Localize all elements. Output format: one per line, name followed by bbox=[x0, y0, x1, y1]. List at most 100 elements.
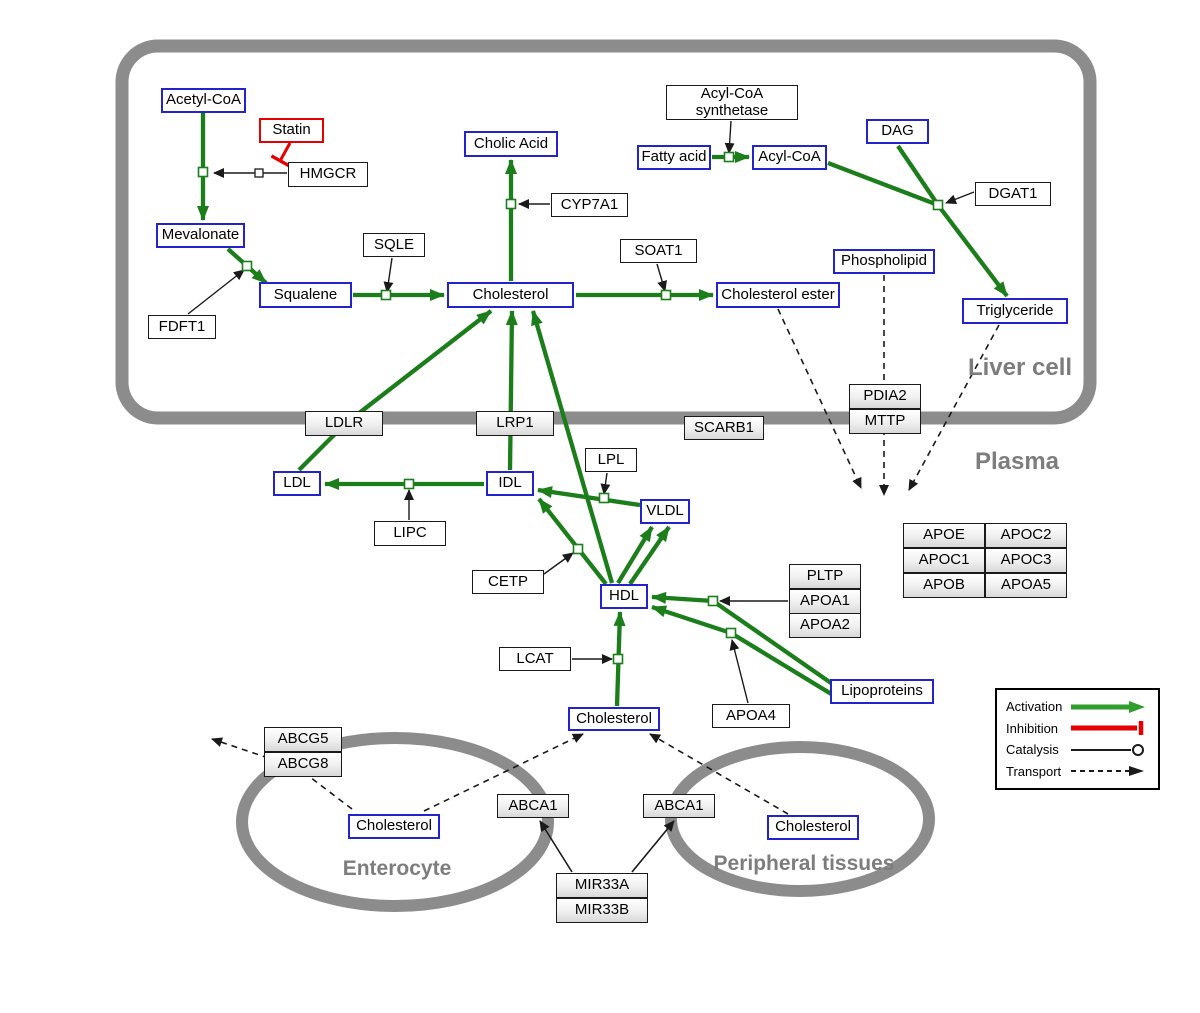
node-apoa2[interactable]: APOA2 bbox=[789, 613, 861, 638]
node-fdft1[interactable]: FDFT1 bbox=[148, 315, 216, 339]
liver-cell-membrane bbox=[115, 39, 1097, 425]
legend-item-activation: Activation bbox=[1006, 699, 1149, 715]
node-lipc[interactable]: LIPC bbox=[374, 521, 446, 546]
node-lipoproteins[interactable]: Lipoproteins bbox=[830, 679, 934, 704]
node-scarb1[interactable]: SCARB1 bbox=[684, 416, 764, 440]
inhibition-glyph-icon bbox=[1071, 721, 1144, 736]
node-cetp[interactable]: CETP bbox=[472, 570, 544, 594]
node-idl[interactable]: IDL bbox=[486, 471, 534, 496]
node-cholesterol-ester[interactable]: Cholesterol ester bbox=[716, 282, 840, 308]
edge-ldl-to-cholesterol-via-ldlr bbox=[297, 309, 493, 472]
edge-dag-to-dgat1-reaction bbox=[896, 144, 938, 204]
edge-mir33-to-abca1-enterocyte bbox=[539, 820, 573, 873]
reaction-node bbox=[598, 492, 610, 504]
node-phospholipid[interactable]: Phospholipid bbox=[833, 249, 935, 274]
edge-hdl-to-cholesterol-liver bbox=[530, 310, 615, 584]
node-statin[interactable]: Statin bbox=[259, 118, 324, 143]
node-fatty-acid[interactable]: Fatty acid bbox=[637, 145, 711, 170]
transport-glyph-icon bbox=[1071, 766, 1144, 777]
node-dgat1[interactable]: DGAT1 bbox=[975, 182, 1051, 206]
node-sqle[interactable]: SQLE bbox=[363, 233, 425, 257]
edge-statin-inhibits-hmgcr bbox=[270, 142, 292, 168]
catalyst-port-node bbox=[254, 168, 264, 178]
reaction-node bbox=[707, 595, 719, 607]
edge-acylcoa-synthetase-catalysis bbox=[724, 120, 735, 154]
node-cholesterol-enterocyte[interactable]: Cholesterol bbox=[348, 814, 440, 839]
node-squalene[interactable]: Squalene bbox=[259, 282, 352, 308]
edge-enterocyte-cholesterol-efflux bbox=[423, 733, 584, 812]
node-mir33a[interactable]: MIR33A bbox=[556, 873, 648, 898]
node-acyl-coa[interactable]: Acyl-CoA bbox=[752, 145, 827, 170]
reaction-node bbox=[725, 627, 737, 639]
node-apoa5[interactable]: APOA5 bbox=[985, 573, 1067, 598]
legend-item-transport: Transport bbox=[1006, 763, 1149, 779]
edge-lpl-catalysis bbox=[600, 472, 611, 495]
node-mevalonate[interactable]: Mevalonate bbox=[156, 223, 245, 248]
reaction-node bbox=[572, 543, 584, 555]
node-soat1[interactable]: SOAT1 bbox=[620, 239, 697, 263]
edge-hdl-to-vldl-1 bbox=[616, 525, 654, 585]
reaction-node bbox=[932, 199, 944, 211]
node-acetyl-coa[interactable]: Acetyl-CoA bbox=[161, 88, 246, 113]
node-ldl[interactable]: LDL bbox=[273, 471, 321, 496]
node-lpl[interactable]: LPL bbox=[585, 448, 637, 472]
reaction-node bbox=[197, 166, 209, 178]
node-mir33b[interactable]: MIR33B bbox=[556, 898, 648, 923]
node-pltp[interactable]: PLTP bbox=[789, 564, 861, 589]
legend-item-label: Catalysis bbox=[1006, 742, 1059, 758]
node-abca1-enterocyte[interactable]: ABCA1 bbox=[497, 794, 569, 818]
edge-peripheral-cholesterol-efflux bbox=[649, 733, 789, 815]
node-lcat[interactable]: LCAT bbox=[499, 647, 571, 671]
legend-item-label: Activation bbox=[1006, 699, 1063, 715]
node-cyp7a1[interactable]: CYP7A1 bbox=[551, 193, 628, 217]
node-mttp[interactable]: MTTP bbox=[849, 409, 921, 434]
node-cholesterol-peripheral[interactable]: Cholesterol bbox=[767, 815, 859, 840]
node-pdia2[interactable]: PDIA2 bbox=[849, 384, 921, 409]
node-abcg8[interactable]: ABCG8 bbox=[264, 752, 342, 777]
edge-sqle-catalysis bbox=[383, 257, 394, 293]
edge-triglyceride-transport bbox=[908, 324, 1000, 491]
node-acyl-coa-synthetase[interactable]: Acyl-CoA synthetase bbox=[666, 85, 798, 120]
edge-mir33-to-abca1-peripheral bbox=[631, 820, 675, 873]
edge-soat1-catalysis bbox=[656, 263, 667, 292]
node-apoa4[interactable]: APOA4 bbox=[712, 704, 790, 728]
node-lrp1[interactable]: LRP1 bbox=[476, 411, 554, 436]
edge-apoa4-catalysis bbox=[729, 639, 749, 704]
activation-glyph-icon bbox=[1071, 700, 1145, 713]
node-cholic-acid[interactable]: Cholic Acid bbox=[464, 131, 558, 157]
reaction-node bbox=[612, 653, 624, 665]
node-apoc2[interactable]: APOC2 bbox=[985, 523, 1067, 548]
reaction-node bbox=[723, 151, 735, 163]
peripheral-tissues-membrane bbox=[665, 741, 935, 897]
legend-item-label: Transport bbox=[1006, 763, 1062, 779]
plasma-label: Plasma bbox=[974, 448, 1060, 475]
node-apoc3[interactable]: APOC3 bbox=[985, 548, 1067, 573]
peripheral-tissues-label: Peripheral tissues bbox=[713, 852, 895, 875]
node-apoa1[interactable]: APOA1 bbox=[789, 589, 861, 614]
edge-cetp-catalysis bbox=[543, 552, 574, 575]
legend-item-inhibition: Inhibition bbox=[1006, 720, 1149, 736]
edge-vldl-to-idl bbox=[537, 486, 641, 508]
node-hmgcr[interactable]: HMGCR bbox=[288, 162, 368, 187]
edge-fdft1-catalysis bbox=[187, 269, 245, 315]
node-abca1-peripheral[interactable]: ABCA1 bbox=[643, 794, 715, 818]
node-abcg5[interactable]: ABCG5 bbox=[264, 727, 342, 752]
node-cholesterol-plasma[interactable]: Cholesterol bbox=[568, 707, 660, 731]
node-cholesterol-liver[interactable]: Cholesterol bbox=[447, 282, 574, 308]
node-apoe[interactable]: APOE bbox=[903, 523, 985, 548]
node-apoc1[interactable]: APOC1 bbox=[903, 548, 985, 573]
edge-idl-to-cholesterol-via-lrp1 bbox=[505, 310, 518, 471]
node-hdl[interactable]: HDL bbox=[600, 584, 648, 609]
catalysis-glyph-icon bbox=[1071, 743, 1144, 756]
edge-dgat1-catalysis bbox=[945, 191, 975, 204]
node-triglyceride[interactable]: Triglyceride bbox=[962, 298, 1068, 324]
edge-hdl-to-idl-via-cetp bbox=[537, 497, 608, 586]
node-dag[interactable]: DAG bbox=[866, 119, 929, 144]
node-vldl[interactable]: VLDL bbox=[640, 499, 690, 524]
node-ldlr[interactable]: LDLR bbox=[305, 411, 383, 436]
reaction-node bbox=[505, 198, 517, 210]
node-apob[interactable]: APOB bbox=[903, 573, 985, 598]
